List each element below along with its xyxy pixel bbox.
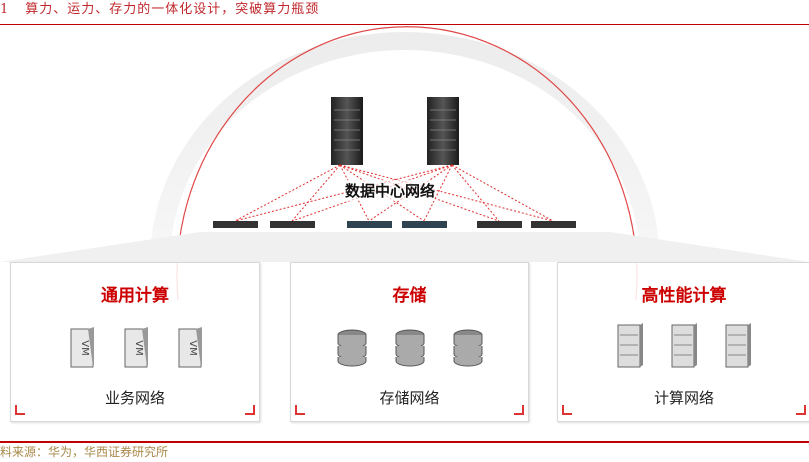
dashed-link: [423, 164, 453, 222]
dashed-link: [451, 164, 554, 222]
panel-title: 高性能计算: [641, 286, 727, 306]
svg-text:VM: VM: [133, 340, 144, 355]
dashed-link: [451, 164, 500, 222]
switch-icon: [402, 221, 447, 228]
rack-server-icon: [617, 323, 643, 368]
panel-hpc: 高性能计算 计算网络: [557, 262, 809, 422]
dashed-link: [339, 164, 425, 222]
core-server-left: [331, 97, 363, 165]
switch-icon: [477, 221, 522, 228]
rack-server-icon: [725, 323, 751, 368]
rack-server-icon: [671, 323, 697, 368]
dashed-link: [291, 164, 341, 222]
red-arc: [176, 26, 638, 301]
panel-network-label: 计算网络: [653, 389, 714, 407]
switch-icon: [270, 221, 315, 228]
panel-title: 存储: [392, 286, 427, 306]
panel-storage: 存储 存储网络: [290, 262, 529, 422]
panel-title: 通用计算: [101, 286, 169, 306]
database-icon: [395, 329, 424, 367]
panel-network-label: 业务网络: [104, 389, 165, 407]
corner-mark: [562, 405, 572, 415]
panel-general-compute: 通用计算 VM VM VM 业务网络: [10, 262, 260, 422]
switch-icon: [213, 221, 258, 228]
core-server-right: [427, 97, 459, 165]
database-icon: [337, 329, 366, 367]
caption-number: 1: [0, 2, 10, 17]
dashed-link: [234, 164, 453, 222]
corner-mark: [514, 405, 524, 415]
dashed-link: [368, 164, 453, 222]
corner-mark: [295, 405, 305, 415]
figure-caption: 1 算力、运力、存力的一体化设计，突破算力瓶颈: [0, 0, 319, 17]
corner-mark: [15, 405, 25, 415]
vm-server-icon: VM: [124, 327, 148, 368]
bottom-divider: [0, 441, 809, 443]
switches: [213, 221, 576, 228]
panel-network-label: 存储网络: [379, 389, 440, 407]
database-icon: [453, 329, 482, 367]
floor-shadow: [0, 232, 809, 262]
caption-text: 算力、运力、存力的一体化设计，突破算力瓶颈: [25, 2, 320, 17]
top-divider: [0, 24, 809, 25]
switch-icon: [531, 221, 576, 228]
dashed-link: [234, 164, 341, 222]
source-note: 料来源：华为，华西证券研究所: [0, 445, 169, 459]
dashed-link: [339, 164, 554, 222]
switch-icon: [347, 221, 392, 228]
svg-text:VM: VM: [79, 340, 90, 355]
corner-mark: [245, 405, 255, 415]
vm-server-icon: VM: [70, 327, 94, 368]
svg-text:VM: VM: [187, 340, 198, 355]
dashed-link: [339, 164, 370, 222]
vm-server-icon: VM: [178, 327, 202, 368]
corner-mark: [796, 405, 806, 415]
datacenter-network-label: 数据中心网络: [345, 180, 436, 201]
